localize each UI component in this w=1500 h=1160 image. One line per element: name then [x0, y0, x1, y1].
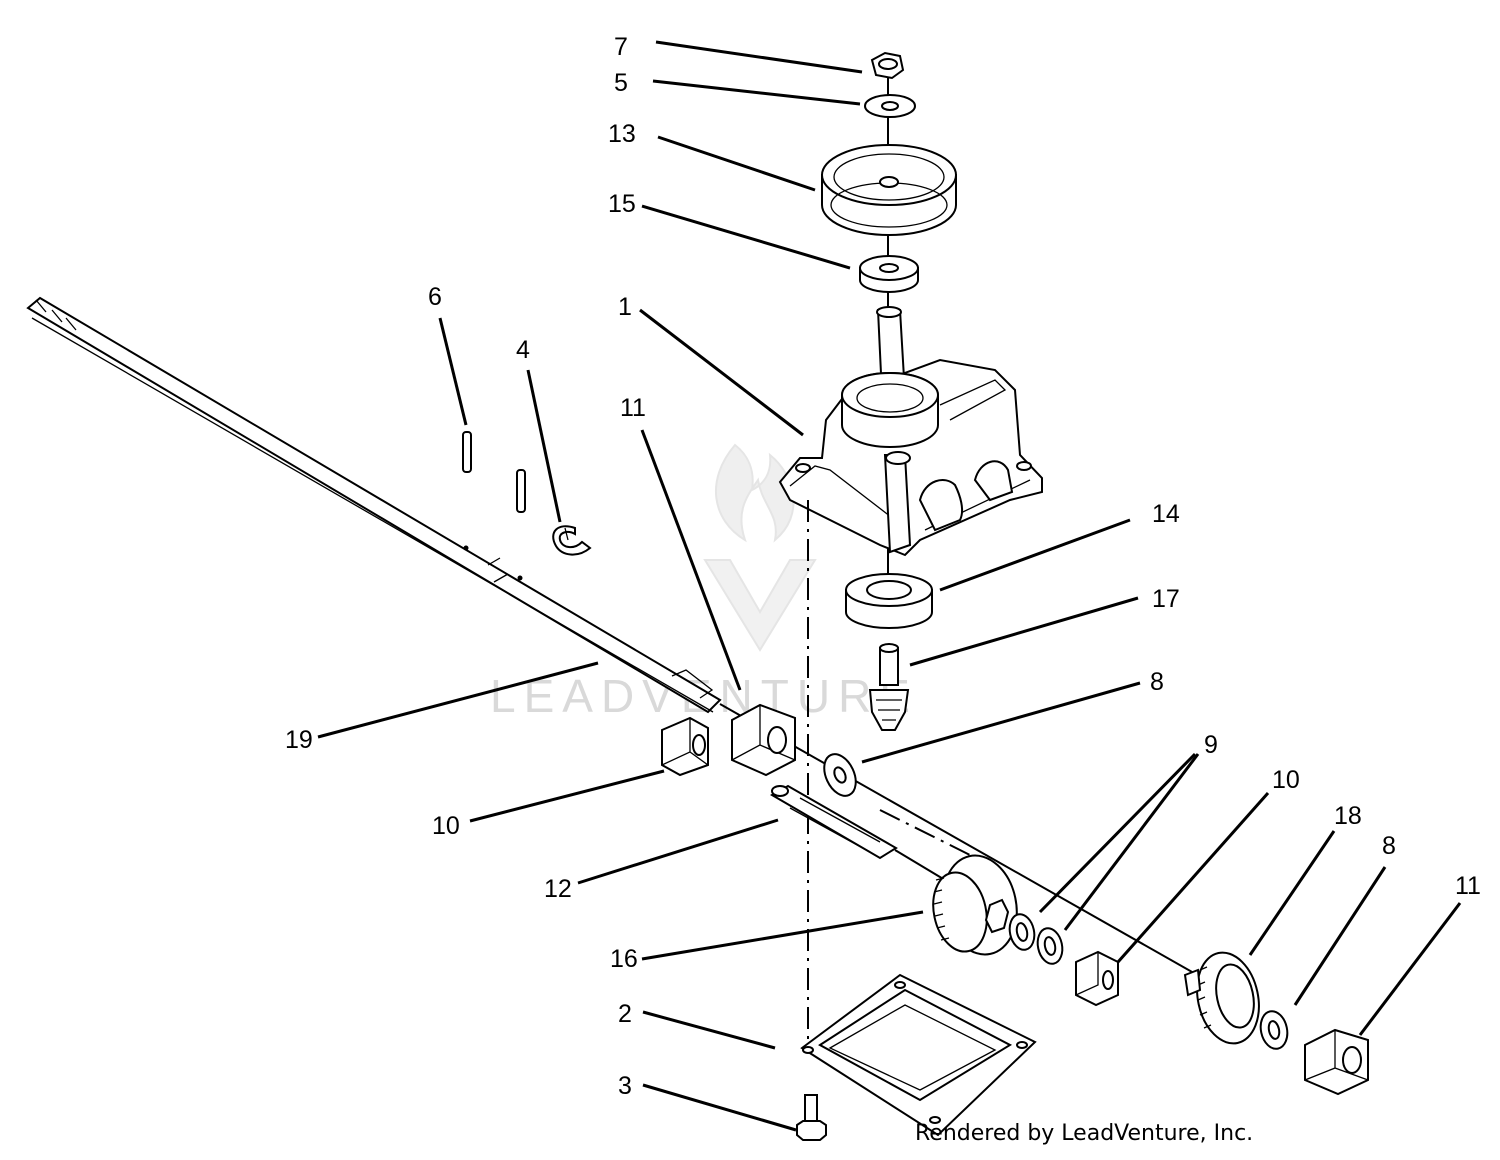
bearing-14: [845, 573, 933, 629]
shaft-12: [769, 784, 946, 881]
callout-6: 6: [428, 283, 442, 311]
bushing-10-left: [661, 716, 709, 777]
callout-10-left: 10: [432, 812, 460, 840]
hairpin-clip: [552, 525, 592, 556]
roll-pin-4: [516, 469, 526, 513]
callout-9: 9: [1204, 731, 1218, 759]
callout-5: 5: [614, 69, 628, 97]
callout-labels: 7 5 13 15 1 6 4 11 14 17 8 19 9 10 10 18…: [285, 33, 1481, 1100]
washer-9b: [1036, 927, 1064, 965]
callout-8-upper: 8: [1150, 668, 1164, 696]
roll-pin-6: [462, 431, 472, 473]
washer-5: [864, 94, 916, 118]
callout-3: 3: [618, 1072, 632, 1100]
callout-8-lower: 8: [1382, 832, 1396, 860]
callout-14: 14: [1152, 500, 1180, 528]
callout-16: 16: [610, 945, 638, 973]
gear-18: [1183, 951, 1260, 1045]
callout-19: 19: [285, 726, 313, 754]
gear-case-1: [778, 306, 1043, 557]
main-shaft: [26, 296, 1216, 986]
callout-1: 1: [618, 293, 632, 321]
render-credit: Rendered by LeadVenture, Inc.: [915, 1121, 1253, 1146]
gear-16: [932, 854, 1018, 956]
pinion-shaft-17: [868, 643, 910, 731]
watermark-logo: [703, 443, 817, 652]
callout-17: 17: [1152, 585, 1180, 613]
bushing-10-right: [1075, 950, 1119, 1007]
callout-11-lower: 11: [1455, 872, 1481, 900]
screw-3: [796, 1094, 827, 1141]
callout-2: 2: [618, 1000, 632, 1028]
bushing-11-right: [1304, 1028, 1369, 1096]
leader-lines: [317, 40, 1462, 1132]
callout-7: 7: [614, 33, 628, 61]
callout-11-upper: 11: [620, 394, 646, 422]
cover-plate-2: [800, 973, 1037, 1137]
callout-18: 18: [1334, 802, 1362, 830]
callout-13: 13: [608, 120, 636, 148]
pulley-13: [821, 144, 957, 236]
nut-7: [870, 51, 905, 80]
bushing-11-left: [731, 703, 796, 777]
shaft-centerline: [879, 809, 981, 861]
washer-9a: [1008, 913, 1036, 951]
washer-8-upper: [823, 753, 857, 797]
callout-12: 12: [544, 875, 572, 903]
spacer-15: [859, 255, 919, 293]
washer-8-lower: [1259, 1010, 1289, 1050]
callout-10-right: 10: [1272, 766, 1300, 794]
callout-15: 15: [608, 190, 636, 218]
callout-4: 4: [516, 336, 530, 364]
